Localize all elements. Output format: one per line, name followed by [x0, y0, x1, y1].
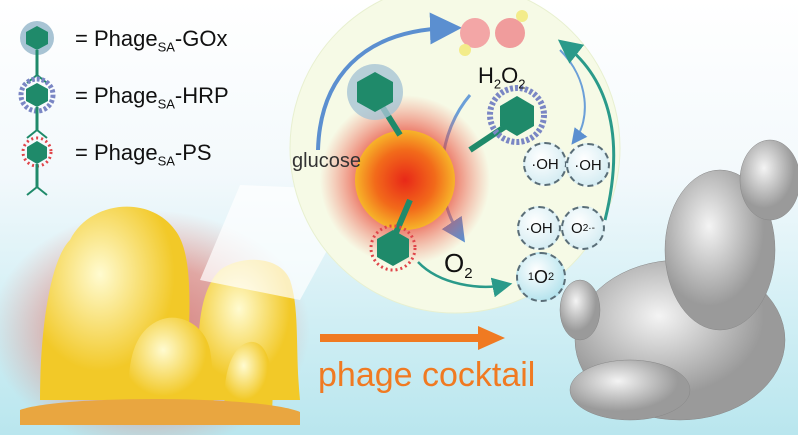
legend-item-hrp: = PhageSA-HRP [75, 83, 229, 112]
phage-cocktail-arrow [320, 326, 505, 350]
phage-hrp-attached-icon [468, 85, 547, 153]
h2o2-molecule-icon [459, 10, 528, 56]
phage-ps-attached-icon [369, 198, 417, 272]
legend-phage-ps-icon [21, 136, 53, 196]
o2-label: O2 [444, 248, 473, 283]
bacterium-icon [355, 130, 455, 230]
glucose-label: glucose [292, 150, 361, 172]
hydroxyl-radical-bubble: ·OH [517, 206, 561, 250]
legend-phage-hrp-icon [18, 76, 56, 139]
arrow-ros-cycle [557, 39, 616, 221]
arrow-ps-to-1o2 [417, 261, 513, 298]
dispersed-biofilm-icon [559, 139, 798, 421]
h2o2-label: H2O2 [478, 63, 526, 92]
arrow-glucose-to-h2o2 [316, 12, 462, 151]
legend-phage-gox-icon [20, 21, 54, 84]
legend-item-gox: = PhageSA-GOx [75, 26, 228, 55]
hydroxyl-radical-bubble: ·OH [523, 142, 567, 186]
legend-item-ps: = PhageSA-PS [75, 140, 212, 169]
phage-cocktail-label: phage cocktail [318, 356, 536, 394]
phage-gox-attached-icon [347, 64, 403, 137]
hydroxyl-radical-bubble: ·OH [566, 143, 610, 187]
